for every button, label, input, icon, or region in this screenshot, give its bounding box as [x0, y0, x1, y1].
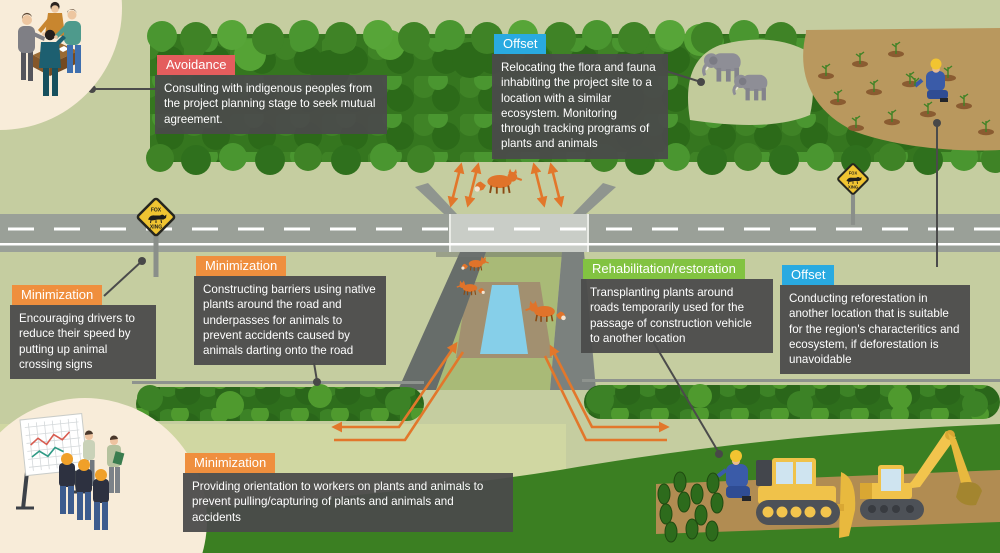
trainer-figures	[83, 430, 125, 493]
sign-text-bottom: XING	[150, 225, 162, 231]
road-edge-line	[0, 243, 1000, 246]
offset-top-text: Relocating the flora and fauna inhabitin…	[492, 54, 668, 159]
bridge-wing-wall-right	[573, 183, 616, 214]
avoidance-text: Consulting with indigenous peoples from …	[155, 75, 387, 134]
fox-silhouette-icon	[846, 176, 862, 182]
green-folder-icon	[112, 451, 125, 466]
minimization-center-label: Minimization	[196, 256, 287, 276]
transplanted-crops	[657, 471, 724, 543]
avoidance-label: Avoidance	[157, 55, 236, 75]
minimization-bottom-label: Minimization	[185, 453, 276, 473]
underpass-water-channel	[480, 285, 528, 354]
bridge-deck	[450, 214, 588, 252]
excavator-icon	[860, 430, 982, 520]
road	[0, 183, 1000, 252]
bulldozer-icon	[756, 458, 856, 538]
person-dark-teal	[39, 29, 66, 96]
fox-silhouette-icon	[148, 214, 167, 221]
fox-crossing-sign-right: FOX XING	[837, 163, 869, 225]
minimization-bottom-text: Providing orientation to workers on plan…	[183, 473, 513, 532]
minimization-left-text: Encouraging drivers to reduce their spee…	[10, 305, 156, 380]
hedgerow-left	[132, 381, 424, 421]
callout-rehabilitation: Rehabilitation/restoration Transplanting…	[581, 259, 773, 354]
callout-offset-top: Offset Relocating the flora and fauna in…	[492, 34, 668, 159]
reforestation-field	[803, 28, 1000, 151]
sign-text-top: FOX	[151, 208, 162, 214]
rehabilitation-text: Transplanting plants around roads tempor…	[581, 279, 773, 354]
sign-text-top: FOX	[849, 170, 858, 175]
bridge-wing-wall-left	[415, 183, 457, 214]
offset-right-text: Conducting reforestation in another loca…	[780, 285, 970, 375]
person-gray-suit	[18, 12, 45, 81]
transplanting-worker	[716, 450, 751, 501]
callout-offset-right: Offset Conducting reforestation in anoth…	[780, 265, 970, 375]
wildlife-underpass	[398, 252, 596, 390]
minimization-center-text: Constructing barriers using native plant…	[194, 276, 386, 366]
minimization-left-label: Minimization	[12, 285, 103, 305]
fox-crossing-sign-left: FOX XING	[136, 197, 176, 277]
callout-minimization-left: Minimization Encouraging drivers to redu…	[10, 285, 156, 380]
offset-top-label: Offset	[494, 34, 547, 54]
callout-minimization-bottom: Minimization Providing orientation to wo…	[183, 453, 513, 532]
sign-text-bottom: XING	[848, 184, 858, 189]
offset-right-label: Offset	[782, 265, 835, 285]
wildlife-path-arrows	[331, 162, 670, 442]
helmeted-worker-figures	[59, 453, 109, 530]
callout-minimization-center: Minimization Constructing barriers using…	[194, 256, 386, 366]
consultation-vignette	[0, 0, 122, 130]
callout-avoidance: Avoidance Consulting with indigenous peo…	[155, 55, 387, 134]
tree-planter-worker	[910, 58, 948, 102]
hedgerow-right	[582, 379, 1000, 419]
training-vignette	[0, 398, 207, 553]
rehabilitation-label: Rehabilitation/restoration	[583, 259, 745, 279]
